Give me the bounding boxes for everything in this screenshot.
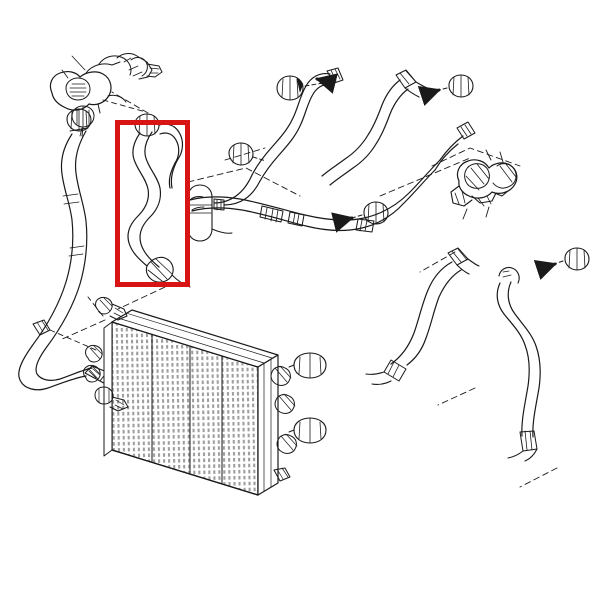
center-connector [187,184,233,242]
hose-clamp-callout-left [228,142,267,166]
upper-center-hose [189,67,344,211]
upper-right-hose-end [321,69,431,186]
highlighted-coolant-hose [127,113,191,288]
main-horizontal-hose [189,121,476,233]
right-lower-hose [496,266,541,462]
radiator [32,296,327,496]
hose-clamp-callout-valve [417,74,474,106]
right-upper-hose [365,247,480,385]
highlight-box [115,120,190,287]
watermark-bar: IMPERGOM 223276 [0,540,600,600]
hose-clamp-callout-top-center [276,73,338,101]
thermostat-housing [49,53,163,137]
diagram-linework [18,53,590,496]
hose-clamp-callout-right-upper [533,247,590,280]
hose-clamp-callout-mid-right [331,201,389,233]
left-radiator-hose [18,108,123,391]
valve-assembly [450,149,518,220]
